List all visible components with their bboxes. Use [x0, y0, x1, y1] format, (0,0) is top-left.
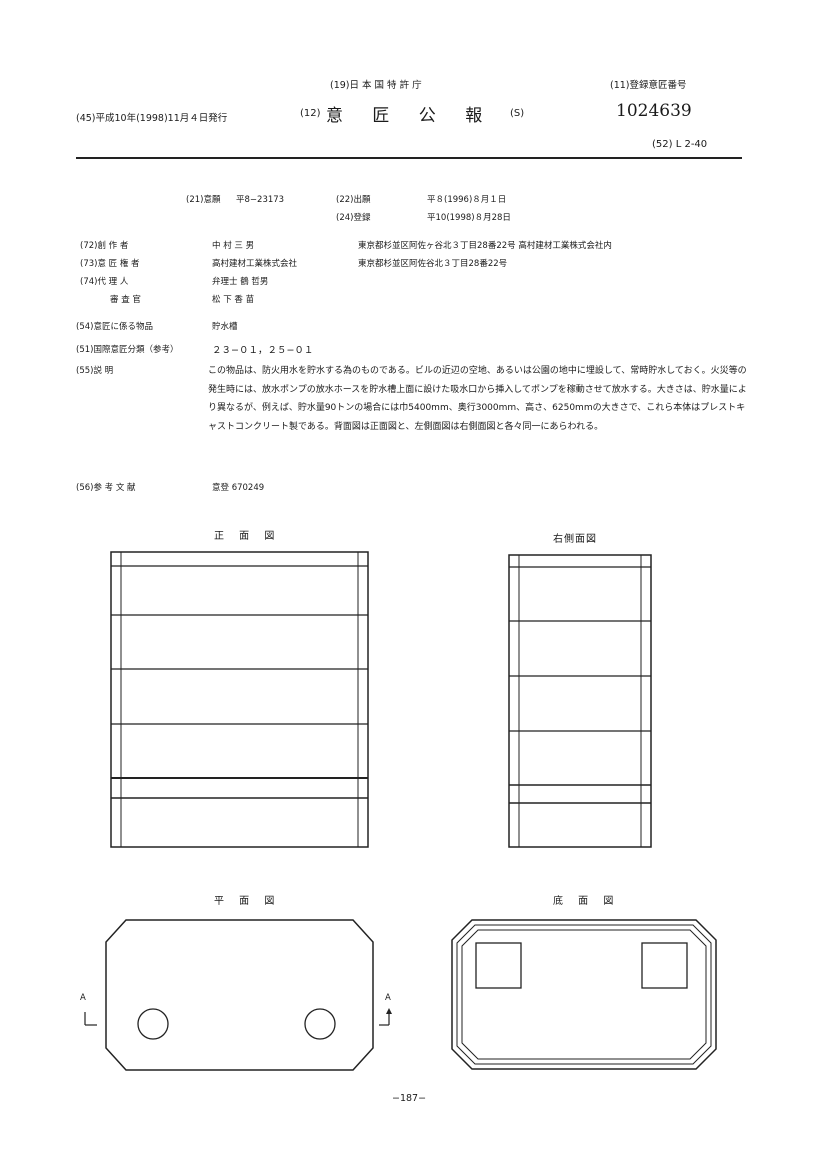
- description-text: この物品は、防火用水を貯水する為のものである。ビルの近辺の空地、あるいは公園の地…: [208, 366, 747, 432]
- filing-label: (22)出願: [336, 195, 371, 205]
- creator-label: (72)創 作 者: [80, 241, 129, 251]
- examiner-name: 松 下 香 苗: [212, 295, 255, 305]
- agent-name: 弁理士 鶴 哲男: [212, 277, 269, 287]
- page-number: −187−: [392, 1093, 427, 1104]
- filing-date: 平８(1996)８月１日: [427, 195, 507, 205]
- section-marker-right: A: [385, 993, 391, 1003]
- article-label: (54)意匠に係る物品: [76, 322, 153, 332]
- plan-view-title: 平 面 図: [214, 896, 281, 907]
- issue-date: (45)平成10年(1998)11月４日発行: [76, 113, 228, 124]
- references-value: 意登 670249: [212, 483, 265, 493]
- right-side-view-drawing: [508, 554, 652, 848]
- creator-address: 東京都杉並区阿佐ヶ谷北３丁目28番22号 高村建材工業株式会社内: [358, 241, 612, 251]
- registration-number-label: (11)登録意匠番号: [610, 80, 687, 91]
- examiner-label: 審 査 官: [110, 295, 141, 305]
- registration-number: 1024639: [616, 101, 692, 121]
- front-view-title: 正 面 図: [214, 531, 281, 542]
- bottom-view-title: 底 面 図: [553, 896, 620, 907]
- header-rule: [76, 157, 742, 159]
- right-holder-address: 東京都杉並区阿佐谷北３丁目28番22号: [358, 259, 508, 269]
- application-label: (21)意願: [186, 195, 221, 205]
- section-marker-left: A: [80, 993, 86, 1003]
- publication-title: 意 匠 公 報: [326, 106, 495, 126]
- patent-office-label: (19)日 本 国 特 許 庁: [330, 80, 422, 91]
- references-label: (56)参 考 文 献: [76, 483, 136, 493]
- publication-code: (12): [300, 108, 321, 119]
- classification-value: ２３−０１，２５−０１: [212, 345, 314, 356]
- description-label: (55)説 明: [76, 366, 114, 376]
- front-view-drawing: [110, 551, 369, 848]
- publication-kind: (S): [510, 108, 525, 119]
- agent-label: (74)代 理 人: [80, 277, 129, 287]
- registration-date: 平10(1998)８月28日: [427, 213, 511, 223]
- registration-label: (24)登録: [336, 213, 371, 223]
- creator-name: 中 村 三 男: [212, 241, 255, 251]
- classification-code: (52) L 2-40: [652, 139, 708, 150]
- plan-view-drawing: [84, 919, 392, 1071]
- bottom-view-drawing: [451, 919, 717, 1070]
- classification-label: (51)国際意匠分類（参考）: [76, 345, 179, 355]
- right-holder-label: (73)意 匠 権 者: [80, 259, 140, 269]
- right-holder-name: 高村建材工業株式会社: [212, 259, 298, 269]
- application-number: 平8−23173: [236, 195, 285, 205]
- article-value: 貯水槽: [212, 322, 238, 332]
- right-side-view-title: 右側面図: [553, 534, 597, 545]
